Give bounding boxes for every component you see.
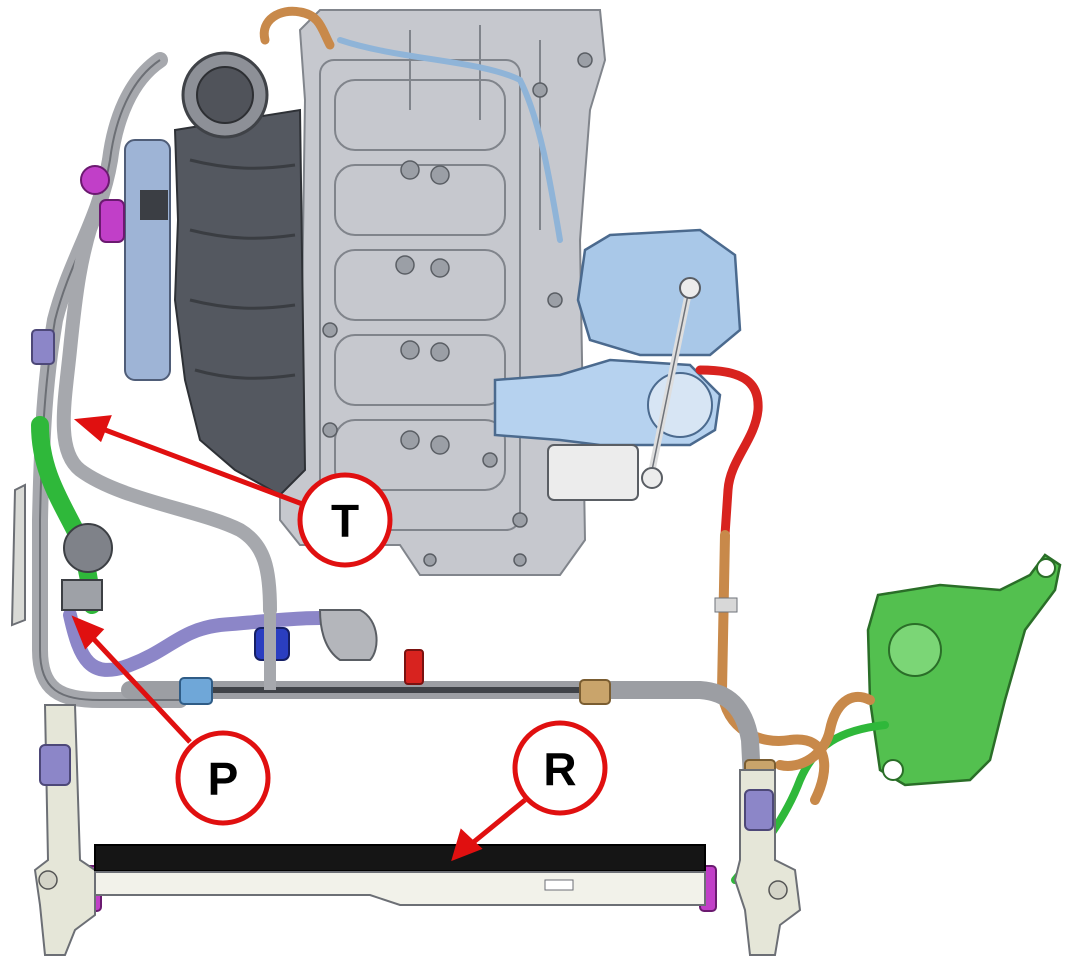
callout-label-r: R [543, 743, 576, 795]
callout-ring-t [297, 472, 393, 568]
throttle-bore [196, 66, 254, 124]
engine-bolts [322, 52, 593, 567]
hose-coupler-purple [31, 329, 55, 365]
pump-body [61, 579, 103, 611]
clamp-magenta-top [80, 165, 110, 195]
mount-bushing-right [768, 880, 788, 900]
wastegate-rod-edge [649, 284, 691, 481]
radiator-inlet-coupler [39, 744, 71, 786]
intake-manifold [173, 108, 307, 497]
engine-assembly [124, 6, 607, 576]
reservoir-mount-lower [882, 759, 904, 781]
callout-t: T [297, 472, 393, 568]
arrow-head-p [71, 615, 105, 650]
arrow-p [88, 633, 192, 744]
wastegate-actuator [641, 467, 663, 489]
rail-slot [544, 879, 574, 891]
turbocharger [493, 228, 742, 501]
upper-radiator-hose-edge [39, 59, 180, 701]
bracket [140, 190, 168, 220]
callout-arrows [71, 415, 527, 862]
callout-p: P [175, 730, 271, 826]
mount-bushing-left [38, 870, 58, 890]
arrow-head-t [73, 415, 112, 443]
reservoir-cap [888, 623, 942, 677]
thermostat-housing [318, 609, 378, 661]
callout-ring-r [512, 720, 608, 816]
turbo-coolant-line-red [695, 365, 763, 540]
coolant-sensor-red [404, 649, 424, 685]
heater-hose-silver [56, 193, 277, 617]
radiator-core [94, 844, 706, 872]
arrow-r [468, 798, 527, 847]
reservoir-hose-copper [775, 691, 875, 771]
arrow-t [99, 425, 306, 508]
radiator-assembly [33, 704, 802, 956]
line-clip [714, 597, 738, 613]
callout-label-p: P [208, 753, 239, 805]
intake-runners [189, 158, 296, 380]
callout-ring-p [175, 730, 271, 826]
radiator-lower-rail [94, 871, 706, 906]
radiator-frame-left [33, 704, 96, 956]
turbo-label-plate [547, 444, 639, 501]
reservoir-mount [1036, 558, 1056, 578]
top-hose-blue [337, 37, 563, 243]
manifold-plate [124, 139, 171, 381]
arrow-head-r [451, 828, 483, 862]
reservoir-tank [866, 553, 1062, 787]
engine-detail [319, 25, 541, 531]
radiator-outlet-coupler [744, 789, 774, 831]
top-hose-copper [259, 6, 335, 50]
wastegate-pivot [679, 277, 701, 299]
electric-water-pump [63, 523, 113, 573]
left-bracket [10, 483, 26, 627]
pipe-coupler-blue [179, 677, 213, 705]
lower-coolant-pipe [121, 681, 761, 789]
coolant-reservoir [866, 553, 1062, 787]
clamp-magenta-mid [99, 199, 125, 243]
callout-label-t: T [331, 495, 359, 547]
pipe-coupler-tan [579, 679, 611, 705]
return-hose-purple [63, 608, 357, 677]
turbo-coolant-line-copper [716, 530, 830, 805]
turbine-housing [576, 228, 742, 357]
callout-r: R [512, 720, 608, 816]
